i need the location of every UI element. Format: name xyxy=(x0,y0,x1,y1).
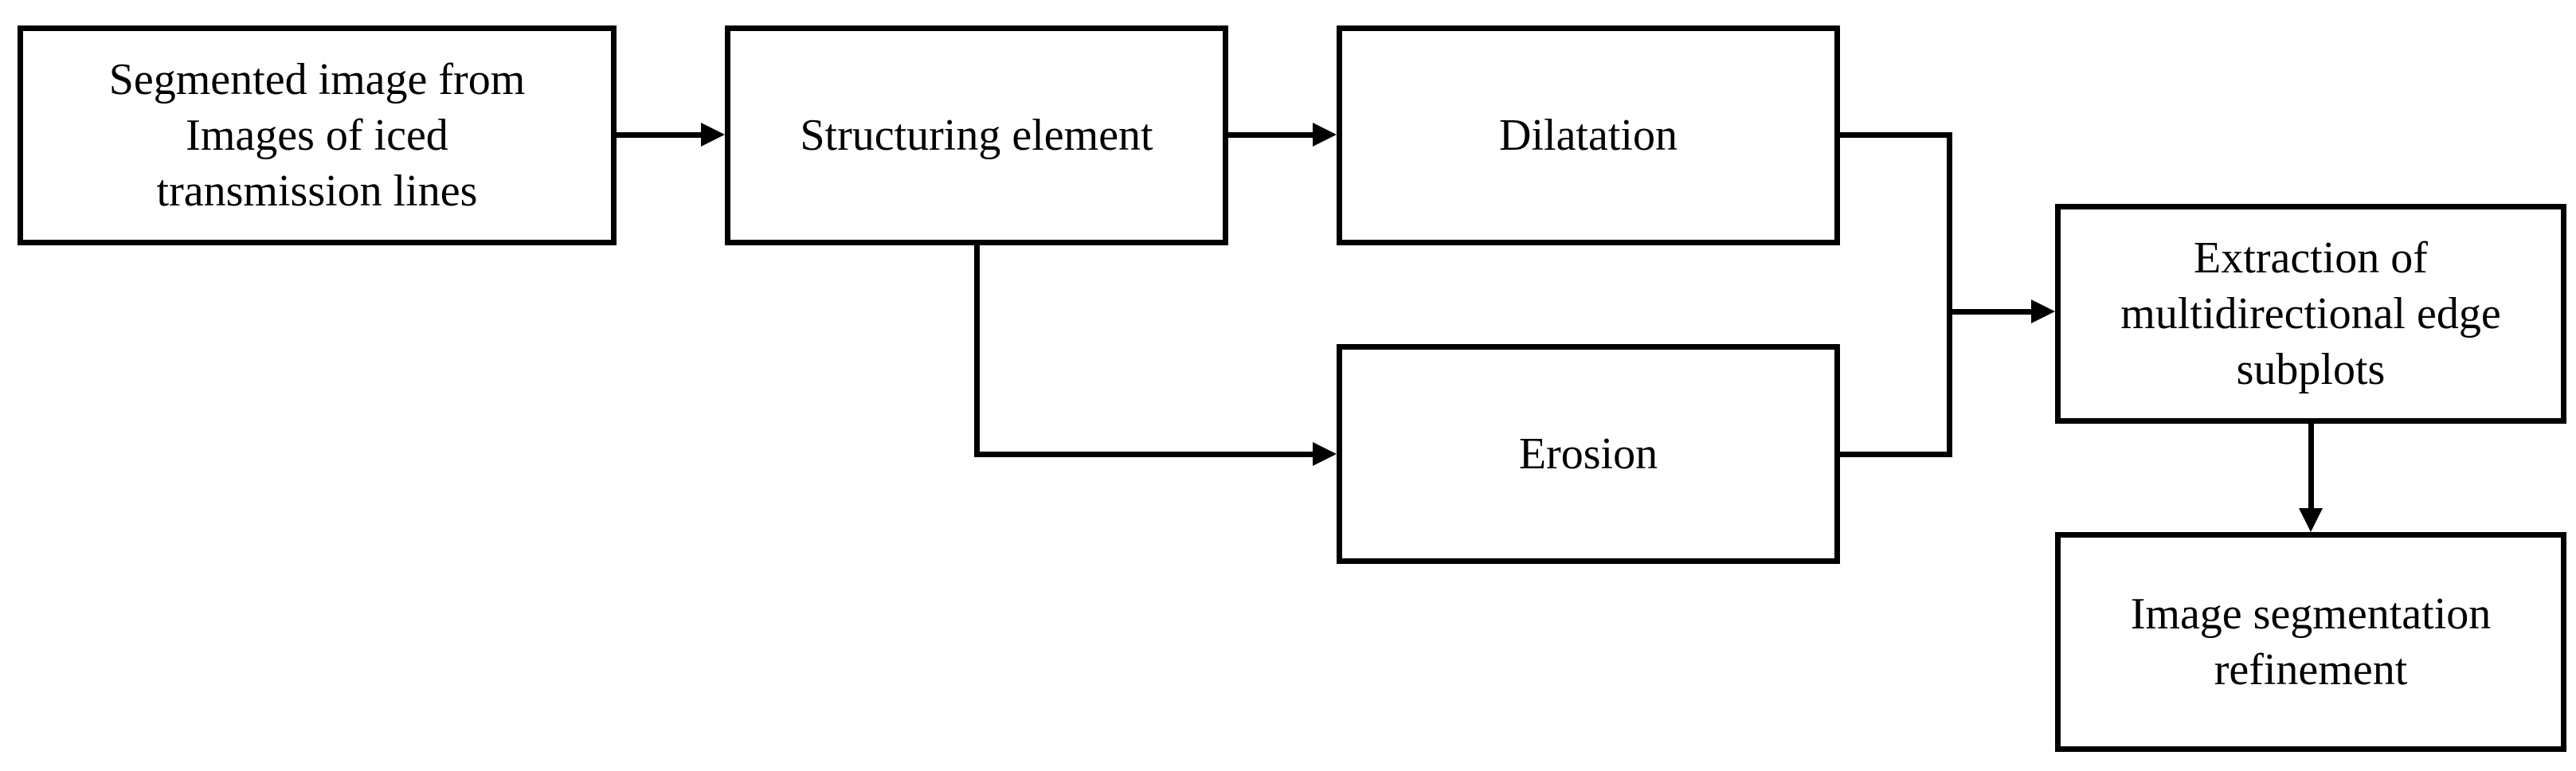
node-extraction-line-2: multidirectional edge xyxy=(2120,289,2501,339)
node-extraction-label: Extraction of multidirectional edge subp… xyxy=(2120,230,2500,397)
node-extraction-line-3: subplots xyxy=(2236,345,2386,394)
edge-extraction-to-refinement-arrowhead xyxy=(2299,508,2323,532)
edge-input-to-structuring-line xyxy=(617,132,701,138)
edge-erosion-to-extraction-vertical xyxy=(1947,311,1952,457)
node-structuring-element-line-1: Structuring element xyxy=(800,111,1153,160)
edge-dilatation-to-extraction-vertical xyxy=(1947,132,1952,311)
edge-merge-to-extraction-arrowhead xyxy=(2031,299,2055,323)
node-erosion: Erosion xyxy=(1337,344,1840,564)
node-dilatation-label: Dilatation xyxy=(1499,108,1678,163)
node-dilatation-line-1: Dilatation xyxy=(1499,111,1678,160)
node-erosion-line-1: Erosion xyxy=(1518,429,1658,479)
node-extraction-line-1: Extraction of xyxy=(2194,233,2428,283)
node-segmented-image-line-1: Segmented image from xyxy=(108,55,526,104)
edge-input-to-structuring-arrowhead xyxy=(701,123,725,147)
edge-dilatation-to-extraction-horizontal xyxy=(1840,132,1952,138)
node-erosion-label: Erosion xyxy=(1519,426,1658,482)
edge-merge-to-extraction-line xyxy=(1947,309,2031,315)
node-segmented-image: Segmented image from Images of iced tran… xyxy=(18,25,617,245)
edge-structuring-to-dilatation-line xyxy=(1228,132,1313,138)
node-segmented-image-label: Segmented image from Images of iced tran… xyxy=(109,52,526,219)
node-extraction: Extraction of multidirectional edge subp… xyxy=(2055,204,2566,424)
node-structuring-element-label: Structuring element xyxy=(800,108,1153,163)
edge-erosion-to-extraction-horizontal xyxy=(1840,452,1952,457)
node-refinement-label: Image segmentation refinement xyxy=(2131,586,2492,698)
node-refinement-line-2: refinement xyxy=(2214,645,2408,695)
edge-extraction-to-refinement-line xyxy=(2308,424,2314,508)
edge-structuring-to-dilatation-arrowhead xyxy=(1313,123,1337,147)
node-segmented-image-line-2: Images of iced xyxy=(186,111,448,160)
node-refinement: Image segmentation refinement xyxy=(2055,532,2566,752)
node-dilatation: Dilatation xyxy=(1337,25,1840,245)
edge-structuring-to-erosion-horizontal xyxy=(974,452,1313,457)
edge-structuring-to-erosion-vertical xyxy=(974,245,980,457)
edge-structuring-to-erosion-arrowhead xyxy=(1313,442,1337,466)
node-refinement-line-1: Image segmentation xyxy=(2130,589,2492,639)
node-segmented-image-line-3: transmission lines xyxy=(156,166,478,216)
node-structuring-element: Structuring element xyxy=(725,25,1228,245)
